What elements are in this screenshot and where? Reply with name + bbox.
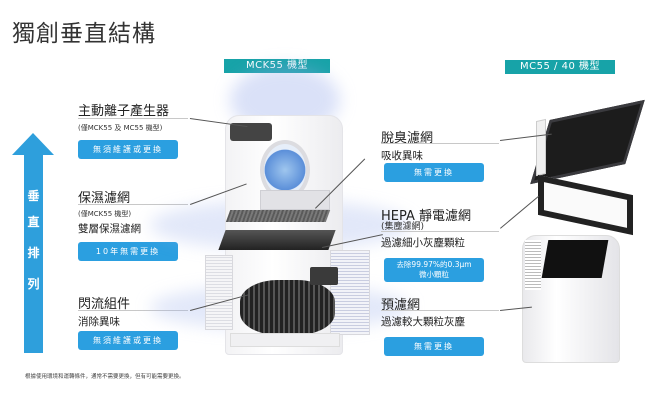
divider	[381, 231, 499, 232]
mc55-illustration	[500, 80, 650, 365]
component-name: 主動離子產生器	[78, 104, 170, 119]
maintenance-badge: 無需更換	[384, 163, 484, 182]
vertical-arrow: 垂 直 排 列	[12, 133, 54, 353]
top-grille	[525, 240, 541, 290]
deodorizing-tray	[530, 99, 645, 185]
component-name: 預濾網	[381, 298, 421, 313]
deodorizing-filter-part	[225, 210, 331, 222]
divider	[78, 204, 188, 205]
component-description: 過濾細小灰塵顆粒	[381, 237, 465, 249]
component-note: (僅MCK55 及 MC55 機型)	[78, 124, 163, 132]
hepa-filter-part	[218, 230, 336, 250]
arrow-char: 列	[27, 277, 40, 291]
component-name: 脫臭濾網	[381, 131, 434, 146]
arrow-up-icon	[12, 133, 54, 155]
component-name: HEPA 靜電濾網	[381, 209, 472, 224]
badge-line: 微小顆粒	[419, 270, 449, 279]
maintenance-badge: 無須維護或更換	[78, 331, 178, 350]
badge-line: 去除99.97%的0.3μm	[396, 260, 472, 269]
water-tray	[260, 190, 330, 210]
divider	[78, 118, 188, 119]
arrow-char: 直	[27, 215, 40, 229]
base-part	[230, 333, 340, 347]
streamer-unit-part	[310, 267, 338, 285]
divider	[78, 310, 188, 311]
component-name: 保濕濾網	[78, 191, 131, 206]
ion-generator-part	[230, 123, 272, 141]
filtration-badge: 去除99.97%的0.3μm 微小顆粒	[384, 258, 484, 282]
component-name: 閃流組件	[78, 297, 131, 312]
hepa-filter-part	[538, 174, 633, 236]
maintenance-badge: 無須維護或更換	[78, 140, 178, 159]
arrow-char: 排	[27, 246, 40, 260]
component-description: 吸收異味	[381, 150, 423, 162]
filter-slot	[541, 240, 609, 278]
component-description: 消除異味	[78, 316, 120, 328]
component-note: (僅MCK55 機型)	[78, 210, 132, 218]
model-tag-mck55: MCK55 機型	[224, 59, 330, 73]
component-note: (集塵濾網)	[381, 222, 425, 232]
arrow-char: 垂	[27, 189, 40, 203]
divider	[381, 143, 499, 144]
fan-part	[240, 280, 335, 335]
component-description: 過濾較大顆粒灰塵	[381, 316, 465, 328]
maintenance-badge: 10年無需更換	[78, 242, 178, 261]
pre-filter-right	[330, 250, 370, 335]
arrow-shaft	[24, 154, 43, 353]
divider	[381, 310, 499, 311]
component-description: 雙層保濕濾網	[78, 223, 141, 235]
tray-handle	[536, 118, 546, 177]
maintenance-badge: 無需更換	[384, 337, 484, 356]
mck55-illustration	[150, 65, 410, 370]
footnote: 根據使用環境和運轉條件，通常不需要更換，但有可能需要更換。	[25, 374, 185, 380]
pre-filter-left	[205, 255, 233, 330]
model-tag-mc55-40: MC55 / 40 機型	[505, 60, 615, 74]
page-title: 獨創垂直結構	[12, 21, 156, 47]
